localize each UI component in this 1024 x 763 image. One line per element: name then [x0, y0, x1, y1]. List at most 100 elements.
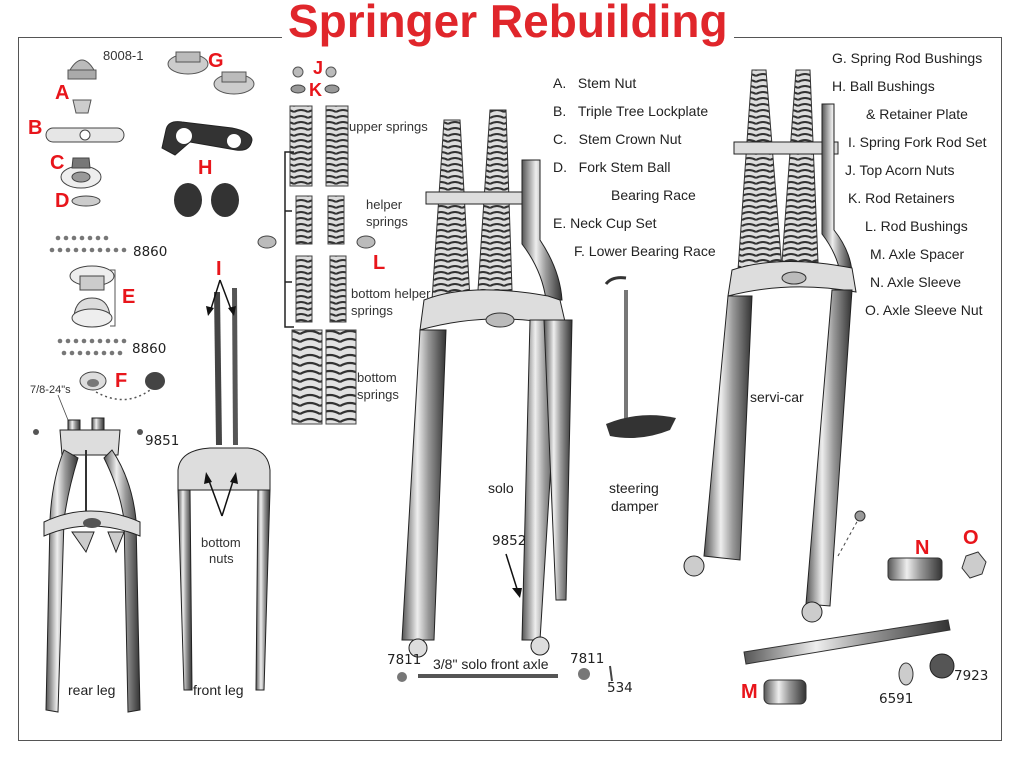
- legend-item-e: E. Neck Cup Set: [553, 215, 657, 231]
- legend-item-k: K. Rod Retainers: [848, 190, 955, 206]
- solo-fork: [401, 109, 573, 658]
- legend-item-h-cont: & Retainer Plate: [866, 106, 968, 122]
- label-helper-springs-2: springs: [366, 214, 408, 229]
- bearing-race-part: [71, 195, 101, 207]
- part-number-balls-top: 8860: [133, 244, 168, 260]
- legend-item-d: D. Fork Stem Ball: [553, 159, 670, 175]
- legend-item-b: B. Triple Tree Lockplate: [553, 103, 708, 119]
- legend-name: Stem Crown Nut: [578, 131, 682, 147]
- caption-solo: solo: [488, 480, 514, 496]
- legend-letter: E.: [553, 215, 567, 231]
- part-number-534: 534: [607, 680, 633, 696]
- thread-spec-label: 7/8-24"s: [30, 384, 71, 396]
- legend-item-i: I. Spring Fork Rod Set: [848, 134, 987, 150]
- upper-springs-part: [289, 105, 349, 187]
- springs-bracket: [284, 151, 294, 328]
- caption-steering-2: damper: [611, 498, 659, 514]
- stem-nut-part: [72, 99, 92, 114]
- caption-bottom-nuts-1: bottom: [201, 535, 241, 550]
- label-helper-springs-1: helper: [366, 197, 403, 212]
- callout-l: L: [373, 252, 386, 274]
- callout-b: B: [28, 117, 43, 139]
- part-number-6591: 6591: [879, 691, 914, 707]
- page-title: Springer Rebuilding: [282, 0, 734, 48]
- legend-item-l: L. Rod Bushings: [865, 218, 968, 234]
- ball-bushings-part: [174, 183, 239, 217]
- rod-retainers-part: [290, 84, 340, 94]
- legend-letter: F.: [574, 243, 585, 259]
- part-number-acorn: 8008-1: [103, 48, 144, 63]
- callout-e: E: [122, 286, 136, 308]
- bottom-springs-part: [291, 329, 357, 425]
- caption-rear-leg: rear leg: [68, 682, 116, 698]
- spring-rod-bushings-part: [167, 51, 255, 95]
- label-bottom-springs-1: bottom: [357, 370, 397, 385]
- legend-item-g: G. Spring Rod Bushings: [832, 50, 983, 66]
- legend-name: Fork Stem Ball: [578, 159, 671, 175]
- steering-damper-part: [604, 276, 676, 438]
- bearing-balls-top: [49, 235, 127, 253]
- legend-item-j: J. Top Acorn Nuts: [845, 162, 955, 178]
- castle-nut-part: [929, 653, 955, 679]
- callout-n: N: [915, 537, 930, 559]
- top-acorn-nuts-part: [292, 66, 337, 78]
- axle-spacer-part: [763, 679, 807, 705]
- caption-steering-1: steering: [609, 480, 659, 496]
- servi-car-axle-part: [743, 619, 951, 665]
- callout-f: F: [115, 370, 128, 392]
- part-number-7811-left: 7811: [387, 652, 422, 668]
- crown-nut-part: [60, 157, 102, 189]
- rear-leg-fork: [33, 394, 143, 713]
- callout-m: M: [741, 681, 758, 703]
- bearing-balls-bottom: [57, 338, 127, 356]
- callout-j: J: [313, 58, 324, 78]
- caption-servi-car: servi-car: [750, 389, 804, 405]
- legend-item-c: C. Stem Crown Nut: [553, 131, 681, 147]
- acorn-nut-part: [67, 59, 97, 80]
- label-bottom-helper-1: bottom helper: [351, 286, 431, 301]
- part-number-balls-bottom: 8860: [132, 341, 167, 357]
- washer-part: [898, 662, 914, 686]
- legend-item-h: H. Ball Bushings: [832, 78, 935, 94]
- lower-bearing-race-part: [79, 371, 165, 401]
- lockplate-part: [45, 127, 125, 143]
- front-leg-fork: [177, 447, 271, 691]
- axle-sleeve-part: [887, 557, 943, 581]
- retainer-plate-part: [161, 121, 253, 156]
- part-number-7811-right: 7811: [570, 651, 605, 667]
- legend-item-n: N. Axle Sleeve: [870, 274, 962, 290]
- caption-bottom-nuts-2: nuts: [209, 551, 234, 566]
- legend-item-a: A. Stem Nut: [553, 75, 636, 91]
- axle-sleeve-nut-part: [961, 551, 987, 579]
- legend-letter: A.: [553, 75, 567, 91]
- callout-i: I: [216, 258, 222, 280]
- callout-o: O: [963, 527, 979, 549]
- part-number-9852: 9852: [492, 533, 527, 549]
- helper-springs-part: [295, 195, 345, 245]
- legend-name: Triple Tree Lockplate: [577, 103, 709, 119]
- callout-a: A: [55, 82, 70, 104]
- legend-letter: C.: [553, 131, 567, 147]
- callout-k: K: [309, 80, 322, 100]
- legend-name: Lower Bearing Race: [588, 243, 716, 259]
- legend-item-m: M. Axle Spacer: [870, 246, 965, 262]
- callout-d: D: [55, 190, 70, 212]
- caption-solo-axle: 3/8" solo front axle: [433, 656, 549, 672]
- solo-front-axle-part: [397, 665, 613, 682]
- callout-h: H: [198, 157, 213, 179]
- legend-item-f: F. Lower Bearing Race: [574, 243, 716, 259]
- part-number-9851: 9851: [145, 433, 180, 449]
- neck-cup-set-part: [69, 265, 116, 328]
- rod-bushing-part: [257, 235, 376, 249]
- label-upper-springs: upper springs: [349, 119, 428, 134]
- label-bottom-springs-2: springs: [357, 387, 399, 402]
- legend-name: Stem Nut: [577, 75, 637, 91]
- spring-fork-rods-part: [206, 279, 238, 445]
- legend-item-d-cont: Bearing Race: [611, 187, 696, 203]
- label-bottom-helper-2: springs: [351, 303, 393, 318]
- servi-car-fork: [683, 69, 866, 623]
- part-number-7923: 7923: [954, 668, 989, 684]
- legend-letter: D.: [553, 159, 567, 175]
- caption-front-leg: front leg: [193, 682, 244, 698]
